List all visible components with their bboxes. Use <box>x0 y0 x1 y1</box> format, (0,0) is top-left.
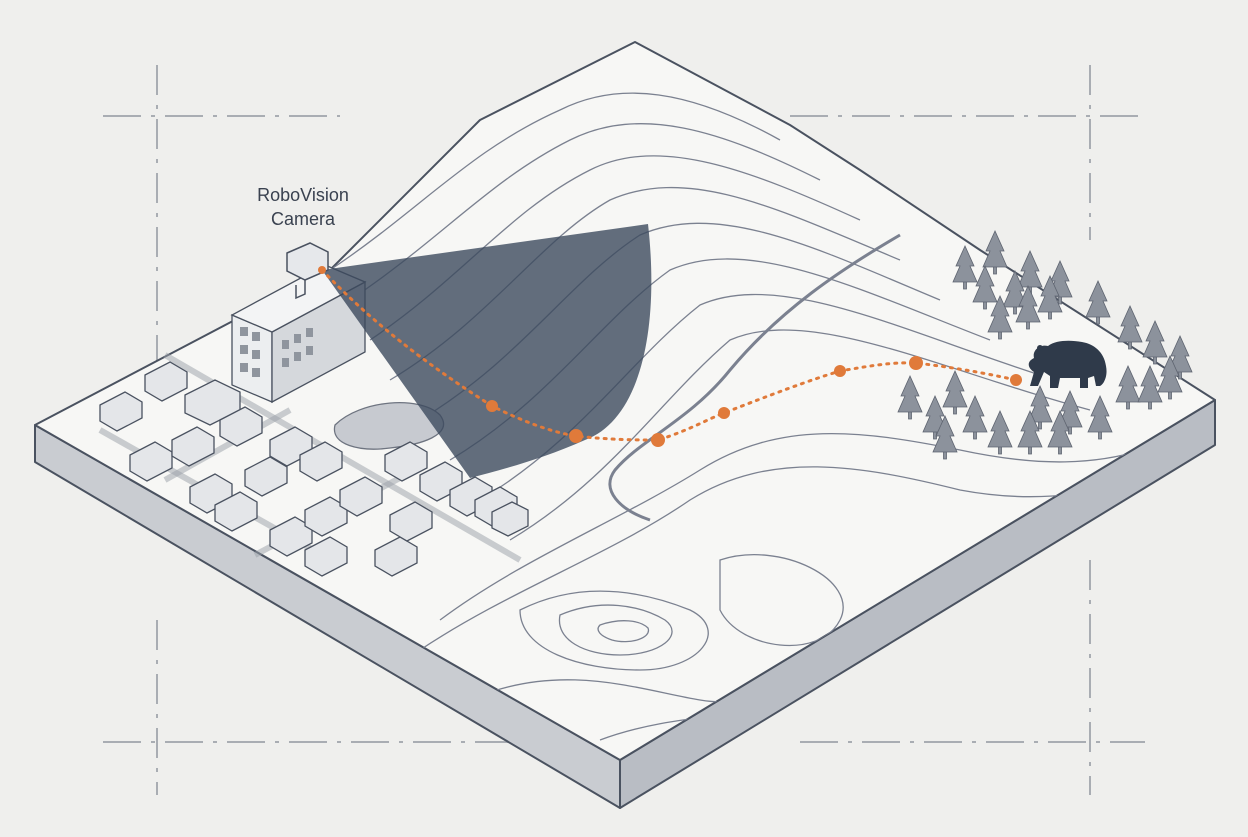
track-waypoint <box>569 429 583 443</box>
track-waypoint <box>909 356 923 370</box>
track-waypoint <box>486 400 498 412</box>
track-waypoint <box>718 407 730 419</box>
tree-icon <box>1027 385 1053 430</box>
tree-icon <box>962 395 988 440</box>
house-icon <box>99 361 529 577</box>
bear-icon <box>1028 340 1107 388</box>
tree-icon <box>982 230 1008 275</box>
tree-icon <box>1015 285 1041 330</box>
track-waypoint <box>1010 374 1022 386</box>
tree-icon <box>1137 365 1163 410</box>
camera-label: RoboVision Camera <box>257 185 349 229</box>
tree-icon <box>1157 355 1183 400</box>
tree-icon <box>1142 320 1168 365</box>
camera-label-line1: RoboVision <box>257 185 349 205</box>
tree-icon <box>952 245 978 290</box>
forest <box>897 230 1193 460</box>
tree-icon <box>1117 305 1143 350</box>
tree-icon <box>1087 395 1113 440</box>
camera-view-cone <box>322 224 652 478</box>
guide-lines <box>103 65 1145 795</box>
tree-icon <box>972 265 998 310</box>
camera-icon <box>286 242 329 300</box>
tree-icon <box>1037 275 1063 320</box>
track-waypoint <box>834 365 846 377</box>
tracking-path <box>320 268 1022 447</box>
track-waypoint <box>651 433 665 447</box>
pond <box>333 402 445 450</box>
town <box>98 264 529 577</box>
tree-icon <box>897 375 923 420</box>
tree-icon <box>1085 280 1111 325</box>
tree-icon <box>987 410 1013 455</box>
tree-icon <box>932 415 958 460</box>
tree-icon <box>1115 365 1141 410</box>
tree-icon <box>987 295 1013 340</box>
tree-icon <box>1047 410 1073 455</box>
tree-icon <box>942 370 968 415</box>
tree-icon <box>1017 410 1043 455</box>
stream <box>608 233 901 522</box>
camera-label-line2: Camera <box>270 209 336 229</box>
